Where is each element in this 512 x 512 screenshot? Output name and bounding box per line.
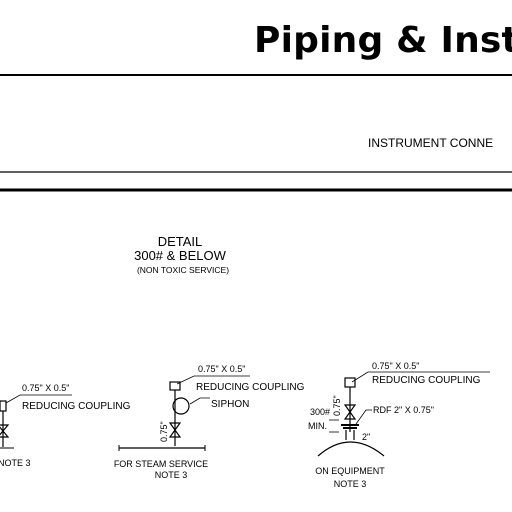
right-size-label: 0.75" X 0.5" [372, 361, 419, 371]
middle-leader-siphon [189, 397, 210, 405]
right-valve-size: 0.75" [332, 395, 342, 416]
detail-rating: 300# & BELOW [134, 248, 226, 263]
detail-heading: DETAIL [158, 234, 203, 249]
right-nozzle-label: 2" [362, 432, 370, 442]
figure-left: 0.75" X 0.5" REDUCING COUPLING NOTE 3 [0, 383, 131, 468]
right-coupling [344, 377, 356, 388]
middle-leader-top [176, 375, 250, 385]
middle-note: NOTE 3 [155, 470, 188, 480]
left-note: NOTE 3 [0, 458, 31, 468]
middle-siphon-icon [172, 397, 190, 415]
middle-service-label: FOR STEAM SERVICE [114, 459, 208, 469]
right-rating-label: 300# [310, 407, 330, 417]
middle-size-label: 0.75" X 0.5" [198, 364, 245, 374]
left-valve-icon [0, 424, 10, 438]
right-min-label: MIN. [308, 421, 327, 431]
right-equipment-shell [317, 441, 385, 457]
right-flange-label: RDF 2" X 0.75" [373, 405, 434, 415]
detail-service: (NON TOXIC SERVICE) [137, 265, 229, 275]
right-valve-icon [343, 404, 357, 420]
middle-valve-icon [168, 422, 182, 438]
drawing-subtitle: INSTRUMENT CONNE [368, 136, 493, 150]
left-size-label: 0.75" X 0.5" [22, 383, 69, 393]
figure-right: 0.75" X 0.5" REDUCING COUPLING 0.75" 300… [308, 361, 490, 489]
middle-fitting-label: REDUCING COUPLING [196, 382, 305, 393]
left-leader [5, 394, 72, 404]
right-leader-flange [355, 409, 372, 425]
right-location-label: ON EQUIPMENT [315, 466, 385, 476]
middle-valve-size: 0.75" [159, 421, 169, 442]
left-coupling [0, 400, 7, 412]
right-fitting-label: REDUCING COUPLING [372, 375, 481, 386]
right-leader-top [351, 371, 490, 383]
page-title: Piping & Instr [254, 20, 512, 61]
figure-middle: 0.75" X 0.5" REDUCING COUPLING SIPHON 0.… [114, 364, 305, 480]
left-fitting-label: REDUCING COUPLING [22, 401, 131, 412]
right-note: NOTE 3 [334, 479, 367, 489]
middle-siphon-label: SIPHON [211, 399, 249, 410]
